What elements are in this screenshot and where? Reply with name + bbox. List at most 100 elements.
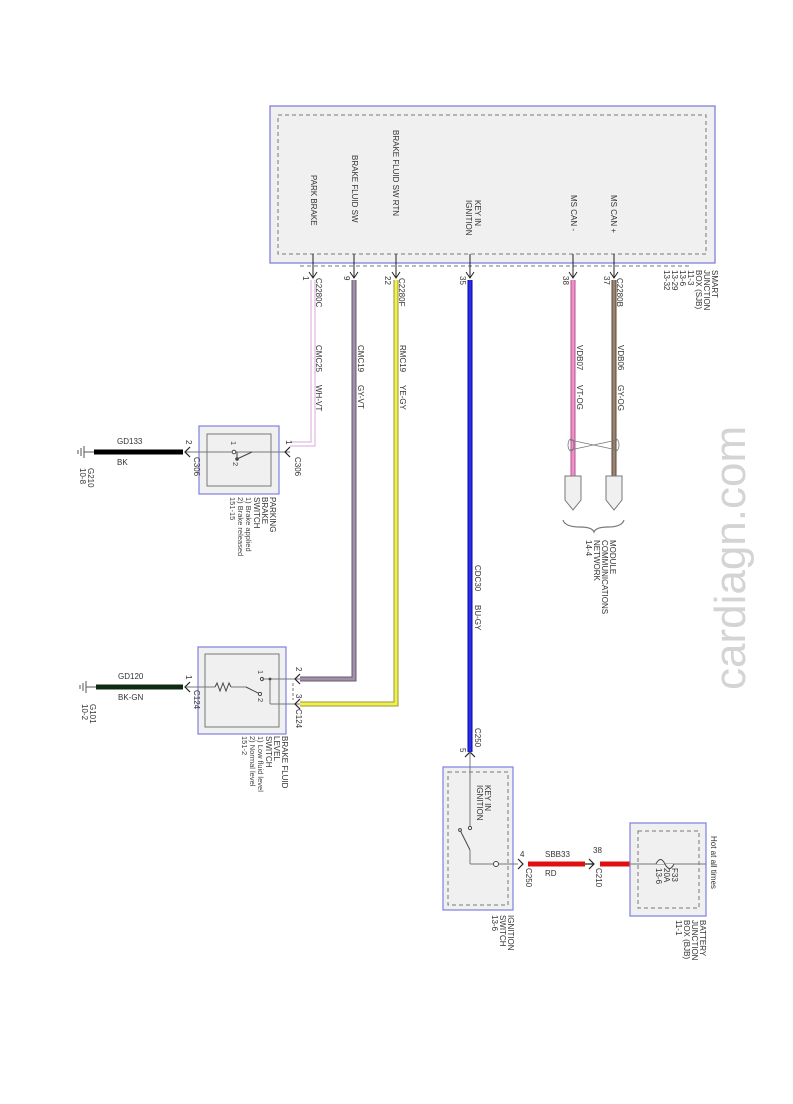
watermark: cardiagn.com [706, 426, 755, 690]
sjb-pin-label-ignition: IGNITION [464, 200, 473, 236]
network-terminals [564, 475, 623, 511]
pin-number: 5 [458, 748, 467, 753]
pin-number: 22 [383, 276, 392, 285]
component-ref: 151-2 [240, 736, 249, 755]
ignition-switch [442, 752, 518, 911]
pin-number: 1 [301, 276, 310, 281]
connector-id: C210 [594, 868, 603, 888]
wire-color-code: BU-GY [473, 605, 482, 631]
sjb-outline [269, 105, 716, 264]
sjb-pin-label-park-brake: PARK BRAKE [309, 175, 318, 226]
fuse-icon [655, 859, 675, 869]
connector-id: C250 [473, 728, 482, 748]
sjb-pin-label-brake-fluid-sw: BRAKE FLUID SW [350, 155, 359, 223]
pin-number: 1 [284, 440, 293, 445]
sjb-name-line: SMART [710, 270, 719, 298]
ground-g210-icon [77, 446, 94, 458]
sjb-pin-label-ms-can-plus: MS CAN + [609, 195, 618, 233]
fuse-rating: 20A [662, 868, 671, 883]
connector-id: C124 [192, 690, 201, 710]
wire-color-code: GY-OG [616, 385, 625, 411]
brake-fluid-name-line: SWITCH [264, 736, 273, 768]
wire-color-code: BK [117, 458, 128, 467]
contact-label: 2 [256, 698, 265, 702]
ground-g101-icon [79, 681, 96, 693]
ground-name: G101 [88, 704, 97, 724]
pin-number: 2 [184, 440, 193, 445]
connector-id: C124 [294, 709, 303, 729]
wire-circuit: GD133 [117, 437, 143, 446]
wire-rmc19[interactable] [300, 280, 399, 707]
battery-junction-box [629, 822, 707, 917]
pin-number: 38 [593, 846, 602, 855]
connector-id: C306 [192, 457, 201, 477]
twisted-pair-icon [567, 438, 620, 452]
sjb-ref: 13-6 [678, 270, 687, 287]
brace-icon [562, 519, 625, 534]
wire-color-code: BK-GN [118, 693, 144, 702]
wire-color-code: VT-OG [575, 385, 584, 410]
wire-circuit: GD120 [118, 672, 144, 681]
connector-id: C306 [293, 457, 302, 477]
wire-circuit: CDC30 [473, 565, 482, 592]
power-note: Hot at all times [709, 836, 718, 889]
contact-label: 2 [231, 462, 240, 466]
sjb-pin-label-ms-can-minus: MS CAN - [569, 195, 578, 231]
component-ref: 11-1 [674, 920, 683, 936]
sjb-terminals [308, 254, 619, 279]
contact-label: 1 [256, 670, 265, 674]
terminal-arrow [465, 254, 475, 279]
wire-circuit: CMC25 [314, 345, 323, 373]
ignition-name-line: SWITCH [498, 915, 507, 947]
ground-name: G210 [86, 468, 95, 488]
wire-circuit: SBB33 [545, 850, 570, 859]
terminal-arrow [349, 254, 359, 279]
bjb-name-line: BATTERY [698, 920, 707, 957]
pin-number: 2 [294, 667, 303, 672]
wire-circuit: CMC19 [356, 345, 365, 373]
network-name-line: COMMUNICATIONS [600, 540, 609, 614]
ignition-name-line: IGNITION [506, 915, 515, 951]
network-ref: 14-4 [584, 540, 593, 557]
ground-ref: 10-8 [78, 468, 87, 485]
bjb-name-line: BOX (BJB) [682, 920, 691, 959]
wire-color-code: YE-GY [398, 385, 407, 411]
pin-number: 38 [561, 276, 570, 285]
connector-id: C250 [524, 868, 533, 888]
fuse-ref: 13-6 [654, 868, 663, 885]
network-name-line: MODULE [608, 540, 617, 574]
terminal-arrow [308, 254, 318, 279]
switch-state: 2) Brake released [236, 497, 245, 556]
wire-color-code: RD [545, 869, 557, 878]
switch-state: 1) Brake applied [244, 497, 253, 552]
wire-circuit: VDB06 [616, 345, 625, 371]
brake-fluid-name-line: LEVEL [272, 736, 281, 761]
fuse-name: F33 [670, 868, 679, 882]
connector-c124-pin2-icon [294, 673, 301, 685]
connector-c306-pin2-icon [184, 446, 191, 458]
connector-c124-pin1-icon [184, 681, 191, 693]
connector-id: C2280C [314, 278, 323, 308]
wire-cmc25[interactable] [290, 280, 316, 447]
sjb-inner-dashed [277, 114, 707, 255]
wire-cmc19[interactable] [300, 280, 357, 682]
pin-number: 9 [342, 276, 351, 281]
connector-id: C2280F [397, 278, 406, 307]
network-pin-icon [605, 475, 623, 511]
switch-state: 1) Low fluid level [256, 736, 265, 792]
sjb-ref: 13-29 [670, 270, 679, 291]
wire-circuit: VDB07 [575, 345, 584, 371]
connector-id: C2280B [615, 278, 624, 307]
component-ref: 13-6 [490, 915, 499, 932]
sjb-pin-label-key-in: KEY IN [473, 200, 482, 226]
connector-c210-icon [585, 858, 595, 870]
sjb-pin-label-brake-fluid-sw-rtn: BRAKE FLUID SW RTN [391, 130, 400, 216]
sjb-ref: 11-3 [686, 270, 695, 286]
connector-c124-pin3-icon [294, 698, 301, 710]
connector-c250-pin4-icon [517, 858, 524, 870]
parking-brake-switch [186, 425, 290, 495]
wire-color-code: WH-VT [314, 385, 323, 411]
switch-state: 2) Normal level [248, 736, 257, 787]
wire-color-code: GY-VT [356, 385, 365, 409]
